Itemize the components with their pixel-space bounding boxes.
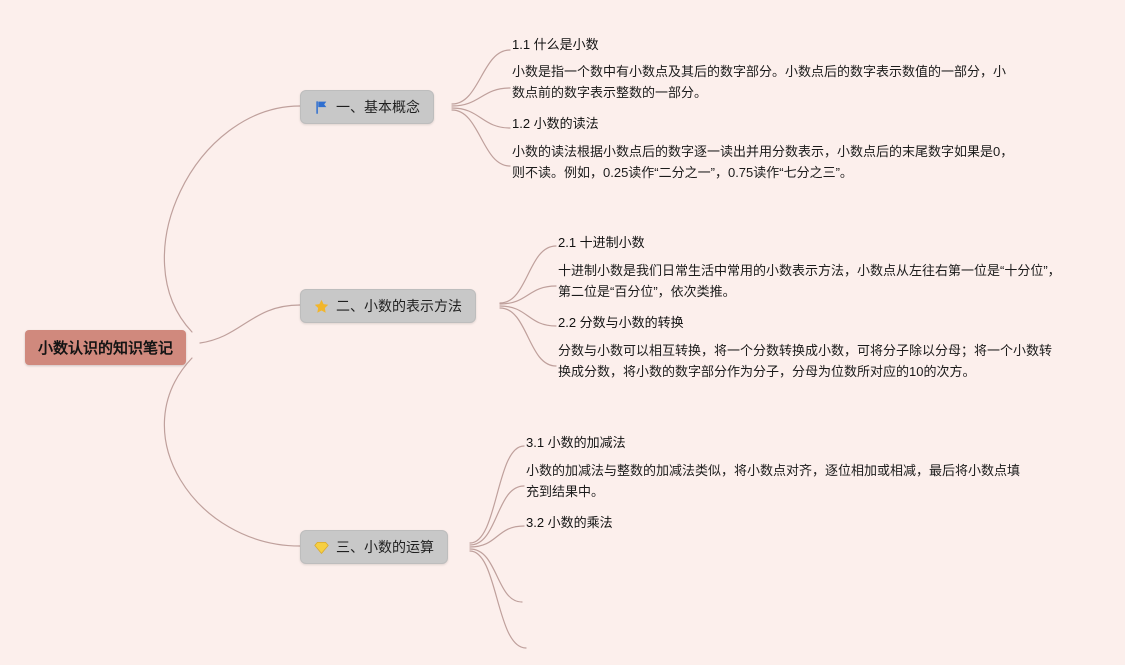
subtopic-title-3-2[interactable]: 3.2 小数的乘法 [526,515,613,530]
subtopic-title-1-1[interactable]: 1.1 什么是小数 [512,37,599,52]
subtopic-body-1-2[interactable]: 小数的读法根据小数点后的数字逐一读出并用分数表示，小数点后的末尾数字如果是0，则… [512,144,1014,180]
branch-topic-basic-concepts[interactable]: 一、基本概念 [300,90,434,124]
branch-topic-label: 三、小数的运算 [336,539,434,555]
star-icon [314,299,329,314]
gem-icon [314,540,329,555]
subtopic-title-2-1[interactable]: 2.1 十进制小数 [558,235,645,250]
branch-topic-representation[interactable]: 二、小数的表示方法 [300,289,476,323]
subtopic-title-3-1[interactable]: 3.1 小数的加减法 [526,435,626,450]
subtopic-body-3-1[interactable]: 小数的加减法与整数的加减法类似，将小数点对齐，逐位相加或相减，最后将小数点填充到… [526,463,1021,499]
root-topic[interactable]: 小数认识的知识笔记 [25,330,187,365]
subtopic-body-2-1[interactable]: 十进制小数是我们日常生活中常用的小数表示方法，小数点从左往右第一位是“十分位”，… [558,263,1061,299]
flag-icon [314,100,329,115]
branch-topic-operations[interactable]: 三、小数的运算 [300,530,448,564]
subtopic-title-2-2[interactable]: 2.2 分数与小数的转换 [558,315,684,330]
branch-topic-label: 一、基本概念 [336,99,420,115]
branch-topic-label: 二、小数的表示方法 [336,298,462,314]
root-topic-label: 小数认识的知识笔记 [38,340,174,357]
subtopic-body-2-2[interactable]: 分数与小数可以相互转换，将一个分数转换成小数，可将分子除以分母；将一个小数转换成… [558,343,1053,379]
subtopic-title-1-2[interactable]: 1.2 小数的读法 [512,116,599,131]
subtopic-body-1-1[interactable]: 小数是指一个数中有小数点及其后的数字部分。小数点后的数字表示数值的一部分，小数点… [512,64,1007,100]
